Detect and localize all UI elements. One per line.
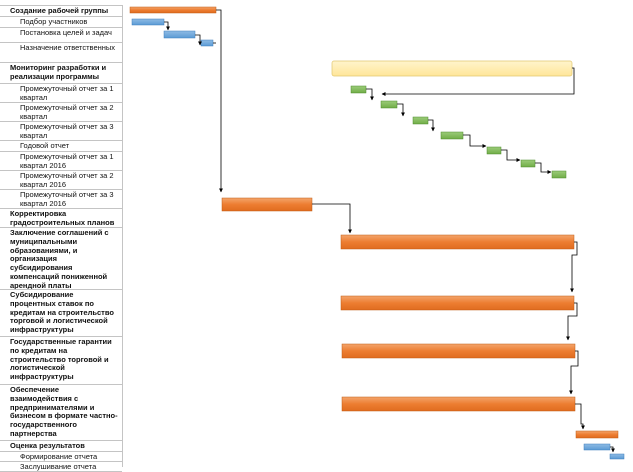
task-row-report-q2-2016[interactable]: Промежуточный отчет за 2 квартал 2016 bbox=[0, 171, 122, 190]
bar-annual-report[interactable] bbox=[440, 131, 464, 140]
task-label: Промежуточный отчет за 3 квартал 2016 bbox=[20, 190, 114, 208]
bar-report-q1[interactable] bbox=[350, 85, 367, 94]
task-label: Оценка результатов bbox=[10, 441, 85, 450]
task-row-report-q3-2016[interactable]: Промежуточный отчет за 3 квартал 2016 bbox=[0, 190, 122, 209]
task-label: Субсидирование процентных ставок по кред… bbox=[10, 290, 114, 335]
bar-monitoring[interactable] bbox=[331, 60, 573, 77]
dependency-arrow bbox=[428, 119, 435, 132]
bar-select-participants[interactable] bbox=[131, 18, 165, 26]
task-label: Заслушивание отчета bbox=[20, 462, 97, 471]
dependency-arrows bbox=[164, 9, 615, 453]
task-label: Формирование отчета bbox=[20, 452, 98, 461]
task-label: Государственные гарантии по кредитам на … bbox=[10, 337, 112, 382]
dependency-arrow bbox=[366, 88, 374, 101]
dependency-arrow bbox=[575, 403, 585, 430]
task-row-select-participants[interactable]: Подбор участников bbox=[0, 17, 122, 28]
bar-report-q1-2016[interactable] bbox=[486, 146, 502, 155]
bar-set-goals[interactable] bbox=[163, 30, 196, 39]
bar-report-q3-2016[interactable] bbox=[551, 170, 567, 179]
task-label: Заключение соглашений с муниципальными о… bbox=[10, 228, 109, 290]
task-row-report-q3[interactable]: Промежуточный отчет за 3 квартал bbox=[0, 122, 122, 141]
dependency-arrow bbox=[501, 149, 521, 162]
task-label: Подбор участников bbox=[20, 17, 88, 26]
task-row-hear-report[interactable]: Заслушивание отчета bbox=[0, 462, 122, 472]
dependency-arrow bbox=[195, 34, 202, 46]
bar-urban-plans[interactable] bbox=[221, 197, 313, 212]
gantt-bars bbox=[129, 6, 625, 460]
task-row-business-partnership[interactable]: Обеспечение взаимодействия с предпринима… bbox=[0, 385, 122, 441]
task-label: Промежуточный отчет за 2 квартал 2016 bbox=[20, 171, 114, 189]
dependency-arrow bbox=[535, 162, 552, 174]
task-row-evaluate-results[interactable]: Оценка результатов bbox=[0, 441, 122, 452]
bar-report-q2-2016[interactable] bbox=[520, 159, 536, 168]
task-label: Корректировка градостроительных планов с… bbox=[10, 209, 115, 227]
dependency-arrow bbox=[397, 103, 405, 117]
task-list: Создание рабочей группы Подбор участнико… bbox=[0, 5, 123, 472]
task-row-report-q2[interactable]: Промежуточный отчет за 2 квартал bbox=[0, 103, 122, 122]
task-row-report-q1-2016[interactable]: Промежуточный отчет за 1 квартал 2016 bbox=[0, 152, 122, 171]
task-label: Создание рабочей группы bbox=[10, 6, 109, 15]
task-row-report-q1[interactable]: Промежуточный отчет за 1 квартал bbox=[0, 84, 122, 103]
task-row-agreements[interactable]: Заключение соглашений с муниципальными о… bbox=[0, 228, 122, 290]
task-label: Промежуточный отчет за 1 квартал bbox=[20, 84, 114, 102]
task-label: Промежуточный отчет за 1 квартал 2016 bbox=[20, 152, 114, 170]
task-row-assign-responsible[interactable]: Назначение ответственных bbox=[0, 43, 122, 63]
bar-business-partnership[interactable] bbox=[341, 396, 576, 412]
task-row-urban-plans[interactable]: Корректировка градостроительных планов с… bbox=[0, 209, 122, 228]
bar-form-report[interactable] bbox=[583, 443, 611, 451]
task-label: Промежуточный отчет за 2 квартал bbox=[20, 103, 114, 121]
task-label: Постановка целей и задач bbox=[20, 28, 112, 37]
dependency-arrow bbox=[164, 21, 170, 31]
task-row-monitoring[interactable]: Мониторинг разработки и реализации прогр… bbox=[0, 63, 122, 84]
dependency-arrow bbox=[381, 67, 575, 96]
task-row-annual-report[interactable]: Годовой отчет bbox=[0, 141, 122, 152]
dependency-arrow bbox=[610, 446, 615, 453]
bar-report-q2[interactable] bbox=[380, 100, 398, 109]
bar-create-working-group[interactable] bbox=[129, 6, 217, 14]
task-row-form-report[interactable]: Формирование отчета bbox=[0, 452, 122, 462]
bar-evaluate-results[interactable] bbox=[575, 430, 619, 439]
task-label: Обеспечение взаимодействия с предпринима… bbox=[10, 385, 118, 438]
dependency-arrow bbox=[566, 302, 578, 341]
dependency-arrow bbox=[463, 134, 487, 148]
bar-agreements[interactable] bbox=[340, 234, 575, 250]
gantt-timeline bbox=[124, 0, 633, 467]
bar-assign-responsible[interactable] bbox=[200, 39, 214, 47]
bar-interest-subsidies[interactable] bbox=[340, 295, 575, 311]
task-label: Назначение ответственных bbox=[20, 43, 116, 52]
task-row-interest-subsidies[interactable]: Субсидирование процентных ставок по кред… bbox=[0, 290, 122, 337]
dependency-arrow bbox=[312, 203, 352, 234]
dependency-arrow bbox=[570, 241, 578, 293]
task-label: Мониторинг разработки и реализации прогр… bbox=[10, 63, 107, 81]
dependency-arrow bbox=[569, 350, 579, 395]
bar-state-guarantees[interactable] bbox=[341, 343, 576, 359]
bar-report-q3[interactable] bbox=[412, 116, 429, 125]
task-label: Промежуточный отчет за 3 квартал bbox=[20, 122, 114, 140]
task-row-set-goals[interactable]: Постановка целей и задач bbox=[0, 28, 122, 43]
bar-hear-report[interactable] bbox=[609, 453, 625, 460]
task-label: Годовой отчет bbox=[20, 141, 70, 150]
dependency-arrow bbox=[216, 9, 223, 193]
task-row-create-working-group[interactable]: Создание рабочей группы bbox=[0, 6, 122, 17]
task-row-state-guarantees[interactable]: Государственные гарантии по кредитам на … bbox=[0, 337, 122, 385]
